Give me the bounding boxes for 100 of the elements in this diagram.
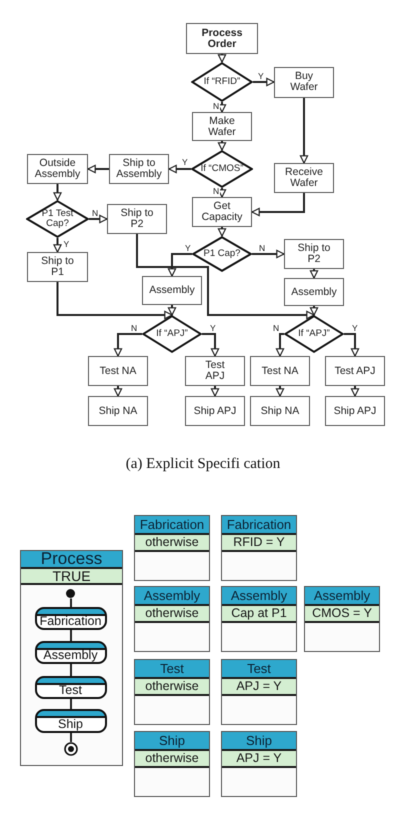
edge-label: Y — [351, 324, 359, 333]
process-box: Ship NA — [88, 396, 148, 426]
edge-label: N — [91, 209, 100, 218]
arrow — [310, 306, 318, 316]
edge-label: Y — [257, 72, 265, 81]
edge-label: Y — [209, 324, 217, 333]
guard-condition: otherwise — [135, 679, 209, 696]
process-box: Test NA — [250, 356, 310, 386]
guard-condition: APJ = Y — [222, 679, 296, 696]
process-box: Ship to Assembly — [109, 154, 169, 184]
connector-line — [70, 733, 72, 742]
card-header: Test — [135, 660, 209, 679]
guard-condition: APJ = Y — [222, 751, 296, 768]
state-card — [134, 731, 210, 797]
card-header: Assembly — [222, 587, 296, 606]
decision-diamond: P1 Test Cap? — [26, 200, 89, 238]
end-bullseye-icon — [64, 742, 78, 756]
activity-state: Assembly — [34, 640, 106, 664]
process-box: Assembly — [142, 276, 202, 305]
process-box: Get Capacity — [192, 197, 252, 227]
arrow — [56, 282, 173, 320]
connector-line — [70, 699, 72, 709]
process-box: Test APJ — [185, 356, 245, 386]
arrow — [218, 102, 226, 113]
process-box: Receive Wafer — [274, 163, 334, 193]
card-header: Ship — [135, 732, 209, 751]
decision-diamond: P1 Cap? — [192, 236, 252, 272]
guard-condition: RFID = Y — [222, 535, 296, 552]
arrow — [276, 386, 284, 397]
edge-label: Y — [184, 244, 192, 253]
state-card — [304, 586, 380, 652]
decision-diamond: If “CMOS” — [191, 150, 253, 188]
edge-label: Y — [62, 240, 70, 249]
activity-state: Ship — [34, 708, 106, 732]
process-box: Buy Wafer — [274, 66, 334, 98]
arrow — [53, 238, 62, 253]
process-box: Ship to P1 — [27, 252, 88, 282]
state-card — [221, 659, 297, 725]
decision-diamond: If “APJ” — [284, 315, 344, 353]
start-dot-icon — [66, 589, 75, 598]
guard-condition: otherwise — [135, 535, 209, 552]
card-header: Fabrication — [135, 516, 209, 535]
edge-label: N — [272, 324, 280, 333]
process-box: Ship to P2 — [284, 239, 344, 269]
connector-line — [70, 598, 72, 607]
state-card — [221, 515, 297, 581]
process-box: Outside Assembly — [27, 154, 88, 184]
arrow — [168, 164, 191, 174]
card-header: Assembly — [305, 587, 379, 606]
arrow — [252, 250, 285, 258]
arrow — [136, 234, 315, 320]
process-box: Ship APJ — [185, 396, 245, 426]
card-header: Process — [21, 551, 122, 569]
guard-condition: otherwise — [135, 606, 209, 623]
connector-line — [70, 630, 72, 641]
state-card — [134, 586, 210, 652]
process-box: Test APJ — [325, 356, 385, 386]
arrow — [218, 54, 226, 63]
edge-label: Y — [181, 158, 189, 167]
process-box: Make Wafer — [192, 112, 252, 141]
arrow — [114, 386, 122, 397]
edge-label: N — [130, 324, 138, 333]
guard-condition: Cap at P1 — [222, 606, 296, 623]
state-card — [221, 586, 297, 652]
activity-state: Test — [34, 676, 106, 698]
state-card — [20, 550, 123, 766]
state-card — [134, 659, 210, 725]
connector-line — [70, 664, 72, 676]
arrow — [253, 78, 275, 86]
arrow — [218, 227, 226, 237]
edge-label: N — [258, 244, 266, 253]
guard-condition: CMOS = Y — [305, 606, 379, 623]
activity-state: Fabrication — [34, 606, 106, 630]
arrow — [218, 188, 226, 198]
process-box: Test NA — [88, 356, 148, 386]
state-card — [134, 515, 210, 581]
card-header: Test — [222, 660, 296, 679]
card-header: Assembly — [135, 587, 209, 606]
card-header: Fabrication — [222, 516, 296, 535]
decision-diamond: If “APJ” — [142, 315, 202, 353]
arrow — [168, 253, 192, 277]
arrow — [350, 386, 360, 397]
decision-diamond: If “RFID” — [191, 62, 253, 102]
arrow — [300, 98, 308, 164]
arrow — [114, 333, 142, 357]
card-header: Ship — [222, 732, 296, 751]
process-box: Ship to P2 — [107, 204, 167, 234]
arrow — [218, 141, 226, 151]
arrow — [89, 214, 108, 224]
arrow — [310, 269, 318, 279]
process-box: Process Order — [186, 23, 258, 54]
process-box: Assembly — [284, 278, 344, 306]
process-box: Ship NA — [250, 396, 310, 426]
arrow — [251, 193, 305, 216]
state-card — [221, 731, 297, 797]
arrow — [344, 333, 360, 357]
arrow — [87, 164, 109, 174]
arrow — [210, 386, 220, 397]
arrow — [276, 333, 284, 357]
arrow — [168, 305, 176, 316]
